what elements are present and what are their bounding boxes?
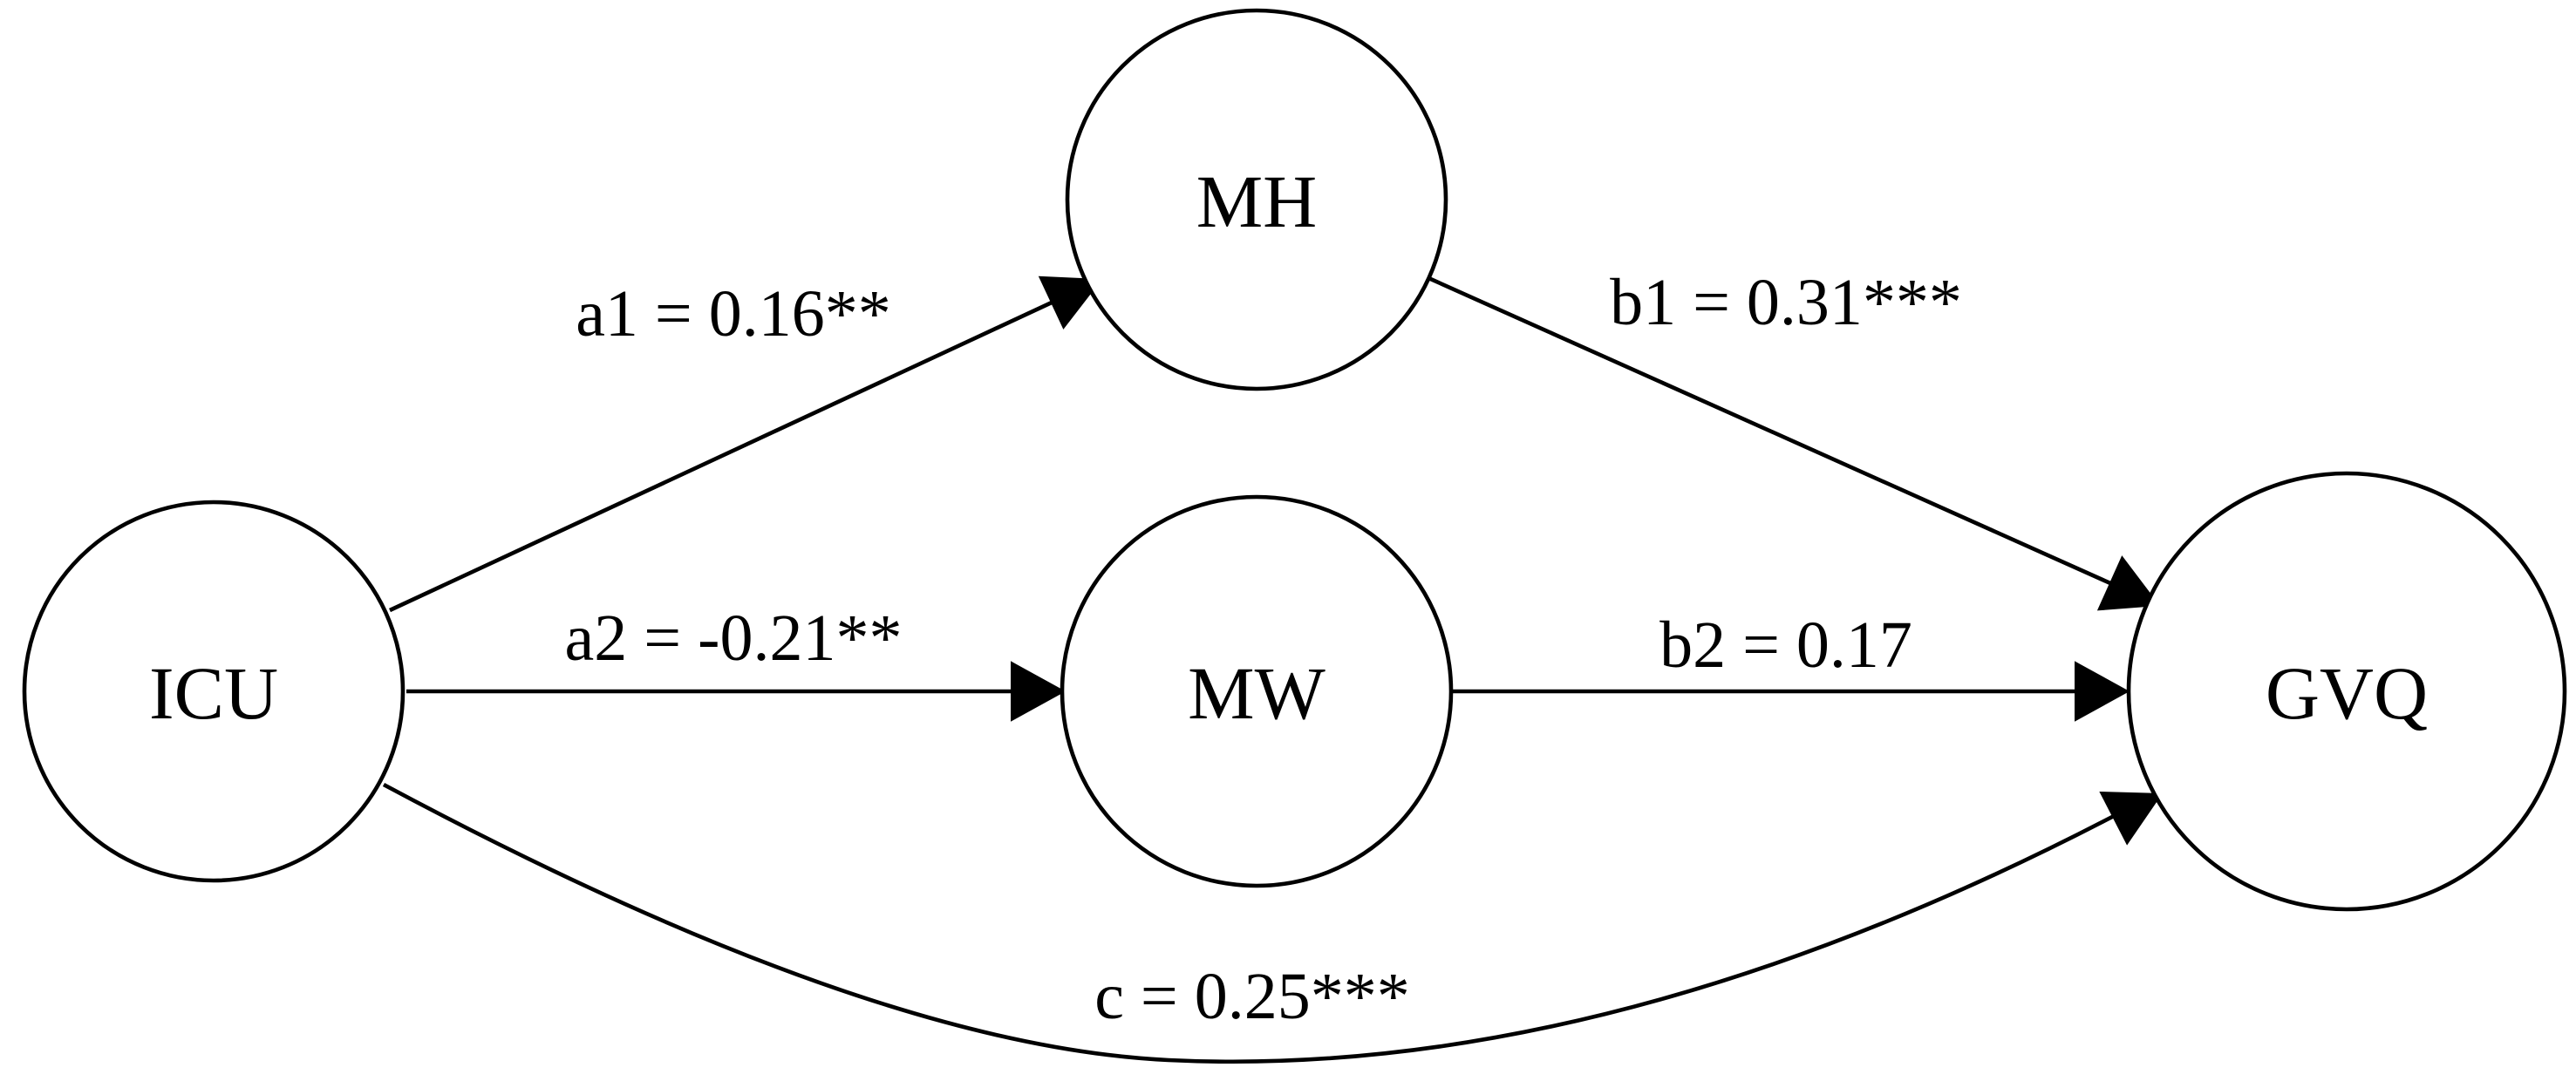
edge-mw-gvq xyxy=(1451,661,2130,722)
node-mh-label: MH xyxy=(1196,160,1318,243)
node-gvq-circle xyxy=(2126,471,2567,912)
edge-mh-gvq xyxy=(1426,275,2160,611)
edge-label-b2: b2 = 0.17 xyxy=(1659,609,1912,682)
edge-line-mh-gvq xyxy=(1426,275,2111,586)
node-gvq-label: GVQ xyxy=(2266,651,2428,735)
arrowhead-mw-gvq xyxy=(2075,661,2130,722)
edge-label-b1: b1 = 0.31*** xyxy=(1610,266,1962,339)
node-mh-circle xyxy=(1065,8,1448,391)
node-mw-label: MW xyxy=(1188,651,1325,735)
arrowhead-icu-gvq xyxy=(2099,791,2163,846)
edge-line-icu-gvq xyxy=(382,782,2116,1064)
node-icu: ICU xyxy=(22,500,405,883)
arrowhead-icu-mw xyxy=(1011,661,1067,722)
edge-icu-gvq xyxy=(382,782,2163,1064)
edge-label-c: c = 0.25*** xyxy=(1094,960,1410,1033)
edge-icu-mw xyxy=(406,661,1067,722)
edge-label-a1: a1 = 0.16** xyxy=(576,277,891,350)
edge-label-a2: a2 = -0.21** xyxy=(565,602,903,675)
node-mh: MH xyxy=(1065,8,1448,391)
node-mw: MW xyxy=(1060,494,1454,888)
node-gvq: GVQ xyxy=(2126,471,2567,912)
node-icu-label: ICU xyxy=(149,651,278,735)
arrowhead-icu-mh xyxy=(1038,275,1102,330)
edge-icu-mh xyxy=(389,275,1102,613)
edge-line-icu-mh xyxy=(389,300,1053,613)
node-icu-circle xyxy=(22,500,405,883)
node-mw-circle xyxy=(1060,494,1454,888)
arrowhead-mh-gvq xyxy=(2096,555,2160,611)
